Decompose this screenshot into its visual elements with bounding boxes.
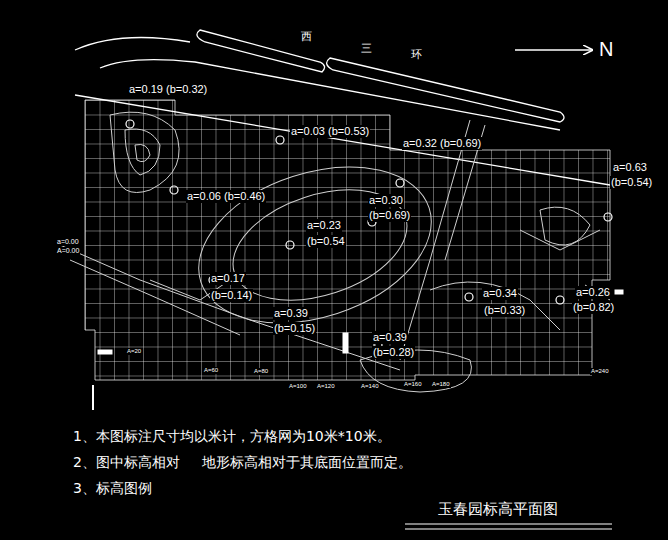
north-mark: N — [598, 38, 614, 61]
elevation-label: a=0.19 (b=0.32) — [128, 83, 208, 96]
axis-label: A=120 — [316, 383, 336, 390]
elevation-label: a=0.06 (b=0.46) — [186, 190, 266, 203]
road-name: 环 — [410, 48, 423, 61]
axis-label: A=100 — [288, 383, 308, 390]
axis-label: a=0.00 — [56, 238, 80, 246]
road-name: 三 — [360, 42, 373, 55]
axis-label: A=60 — [203, 367, 219, 374]
small-symbols — [93, 290, 623, 410]
elevation-label: a=0.63 — [612, 161, 648, 174]
elevation-label: a=0.30 — [368, 194, 404, 207]
level-markers — [126, 120, 612, 349]
elevation-label: a=0.39 — [372, 331, 408, 344]
note: 3、标高图例 — [72, 480, 153, 496]
elevation-label: a=0.23 — [306, 219, 342, 232]
axis-label: A=80 — [253, 368, 269, 375]
elevation-label: (b=0.54 — [306, 235, 346, 248]
elevation-label: (b=0.15) — [273, 322, 316, 335]
elevation-label: (b=0.54) — [610, 176, 653, 189]
park-features — [60, 112, 610, 392]
note: 1、本图标注尺寸均以米计，方格网为10米*10米。 — [72, 428, 392, 444]
ring-road — [75, 30, 610, 185]
note: 2、图中标高相对 地形标高相对于其底面位置而定。 — [72, 454, 413, 470]
grid-net — [85, 100, 610, 380]
elevation-label: a=0.03 (b=0.53) — [290, 125, 370, 138]
axis-label: A=160 — [403, 381, 423, 388]
axis-label: A=180 — [431, 381, 451, 388]
title-underline — [405, 524, 612, 529]
elevation-label: a=0.34 — [482, 287, 518, 300]
north-arrow — [515, 49, 592, 50]
elevation-label: a=0.26 — [575, 286, 611, 299]
elevation-label: (b=0.69) — [368, 209, 411, 222]
elevation-label: a=0.39 — [273, 307, 309, 320]
elevation-label: a=0.32 (b=0.69) — [402, 137, 482, 150]
axis-label: A=240 — [590, 368, 610, 375]
road-name: 西 — [300, 30, 313, 43]
elevation-label: (b=0.28) — [372, 346, 415, 359]
drawing-title: 玉春园标高平面图 — [437, 501, 559, 518]
axis-label: A=0.00 — [56, 247, 80, 255]
axis-label: A=20 — [126, 348, 142, 355]
axis-label: A=140 — [360, 383, 380, 390]
elevation-label: (b=0.33) — [483, 304, 526, 317]
elevation-label: a=0.17 — [210, 272, 246, 285]
elevation-label: (b=0.14) — [210, 289, 253, 302]
elevation-label: (b=0.82) — [572, 301, 615, 314]
